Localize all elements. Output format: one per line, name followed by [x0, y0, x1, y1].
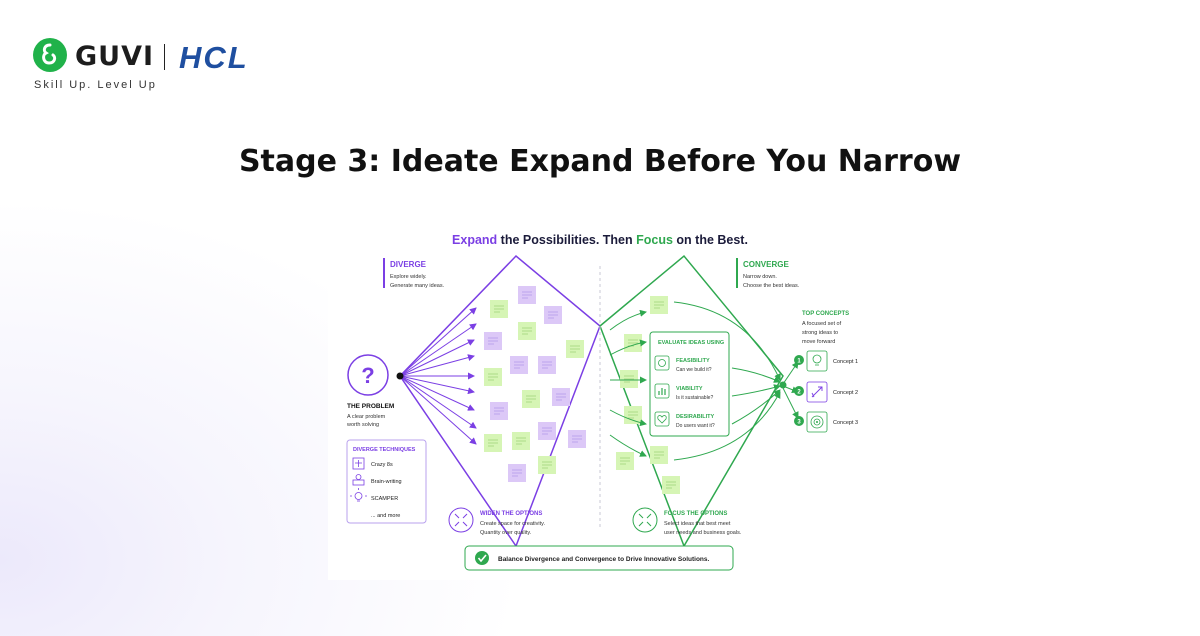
- diverge-arrows: [399, 307, 477, 445]
- widen-title: WIDEN THE OPTIONS: [480, 511, 542, 517]
- converge-title: CONVERGE: [743, 260, 789, 269]
- svg-text:move forward: move forward: [802, 339, 835, 345]
- svg-text:user needs and business goals.: user needs and business goals.: [664, 530, 742, 536]
- focus-options-block: FOCUS THE OPTIONS Select ideas that best…: [632, 507, 742, 536]
- guvi-logo-icon: [33, 38, 67, 72]
- fan-origin-dot: [396, 372, 404, 380]
- svg-text:Can we build it?: Can we build it?: [676, 367, 712, 373]
- svg-text:Crazy 8s: Crazy 8s: [371, 462, 393, 468]
- diverge-line2: Generate many ideas.: [390, 283, 445, 289]
- question-icon: [347, 354, 389, 396]
- logo-divider: [164, 44, 165, 70]
- svg-text:3: 3: [797, 420, 801, 426]
- ideate-infographic: Expand the Possibilities. Then Focus on …: [328, 220, 872, 580]
- problem-block: ? THE PROBLEM A clear problem worth solv…: [346, 354, 394, 428]
- top-concepts-title: TOP CONCEPTS: [802, 311, 849, 317]
- svg-text:Is it sustainable?: Is it sustainable?: [676, 395, 713, 401]
- brand-tagline: Skill Up. Level Up: [34, 79, 157, 91]
- svg-text:?: ?: [361, 363, 374, 388]
- concept-1-label: Concept 1: [833, 359, 858, 365]
- converge-line1: Narrow down.: [743, 274, 777, 280]
- focus-title: FOCUS THE OPTIONS: [664, 511, 727, 517]
- evaluate-title: EVALUATE IDEAS USING: [658, 340, 724, 346]
- brainwriting-icon: [352, 474, 365, 486]
- svg-text:Select ideas that best meet: Select ideas that best meet: [664, 521, 731, 527]
- svg-text:A focused set of: A focused set of: [802, 321, 842, 327]
- svg-text:DESIRABILITY: DESIRABILITY: [676, 414, 715, 420]
- svg-text:Quantity over quality.: Quantity over quality.: [480, 530, 532, 536]
- svg-text:VIABILITY: VIABILITY: [676, 386, 703, 392]
- svg-text:2: 2: [797, 390, 801, 396]
- check-icon: [475, 551, 489, 565]
- lightbulb-icon: [350, 488, 367, 502]
- top-concepts-block: TOP CONCEPTS A focused set of strong ide…: [794, 311, 858, 433]
- svg-text:Do users want it?: Do users want it?: [676, 423, 715, 429]
- converge-line2: Choose the best ideas.: [743, 283, 800, 289]
- hcl-wordmark: HCL: [179, 40, 249, 75]
- svg-text:SCAMPER: SCAMPER: [371, 496, 398, 502]
- heart-icon: [654, 411, 670, 427]
- converge-point-dot: [779, 381, 787, 389]
- svg-text:1: 1: [797, 359, 801, 365]
- techniques-more: ... and more: [371, 513, 400, 519]
- converge-diamond: [599, 254, 784, 548]
- problem-title: THE PROBLEM: [347, 403, 394, 410]
- diverge-line1: Explore widely.: [390, 274, 427, 280]
- idea-sticky-notes: [484, 286, 680, 494]
- svg-text:Create space for creativity.: Create space for creativity.: [480, 521, 545, 527]
- widen-options-block: WIDEN THE OPTIONS Create space for creat…: [448, 507, 545, 536]
- footer-text: Balance Divergence and Convergence to Dr…: [498, 556, 710, 563]
- evaluate-box: EVALUATE IDEAS USING FEASIBILITY Can we …: [649, 331, 730, 437]
- expand-arrows-icon: [448, 507, 474, 533]
- crazy8s-icon: [352, 457, 365, 470]
- diverge-techniques-box: DIVERGE TECHNIQUES Crazy 8s Brain-writin…: [346, 439, 427, 524]
- lightbulb-icon: [806, 350, 828, 372]
- gear-icon: [654, 355, 670, 371]
- svg-text:A clear problem: A clear problem: [347, 414, 386, 420]
- concept-2-label: Concept 2: [833, 390, 858, 396]
- guvi-wordmark: GUVI: [75, 41, 155, 72]
- collapse-arrows-icon: [632, 507, 658, 533]
- svg-text:worth solving: worth solving: [346, 422, 379, 428]
- slide-title: Stage 3: Ideate Expand Before You Narrow: [238, 144, 962, 179]
- svg-text:FEASIBILITY: FEASIBILITY: [676, 358, 710, 364]
- concept-3-label: Concept 3: [833, 420, 858, 426]
- diverge-title: DIVERGE: [390, 260, 427, 269]
- svg-text:strong ideas to: strong ideas to: [802, 330, 838, 336]
- techniques-title: DIVERGE TECHNIQUES: [353, 447, 416, 453]
- footer-banner: Balance Divergence and Convergence to Dr…: [464, 545, 734, 571]
- diagram-headline: Expand the Possibilities. Then Focus on …: [452, 233, 748, 247]
- svg-text:Brain-writing: Brain-writing: [371, 479, 402, 485]
